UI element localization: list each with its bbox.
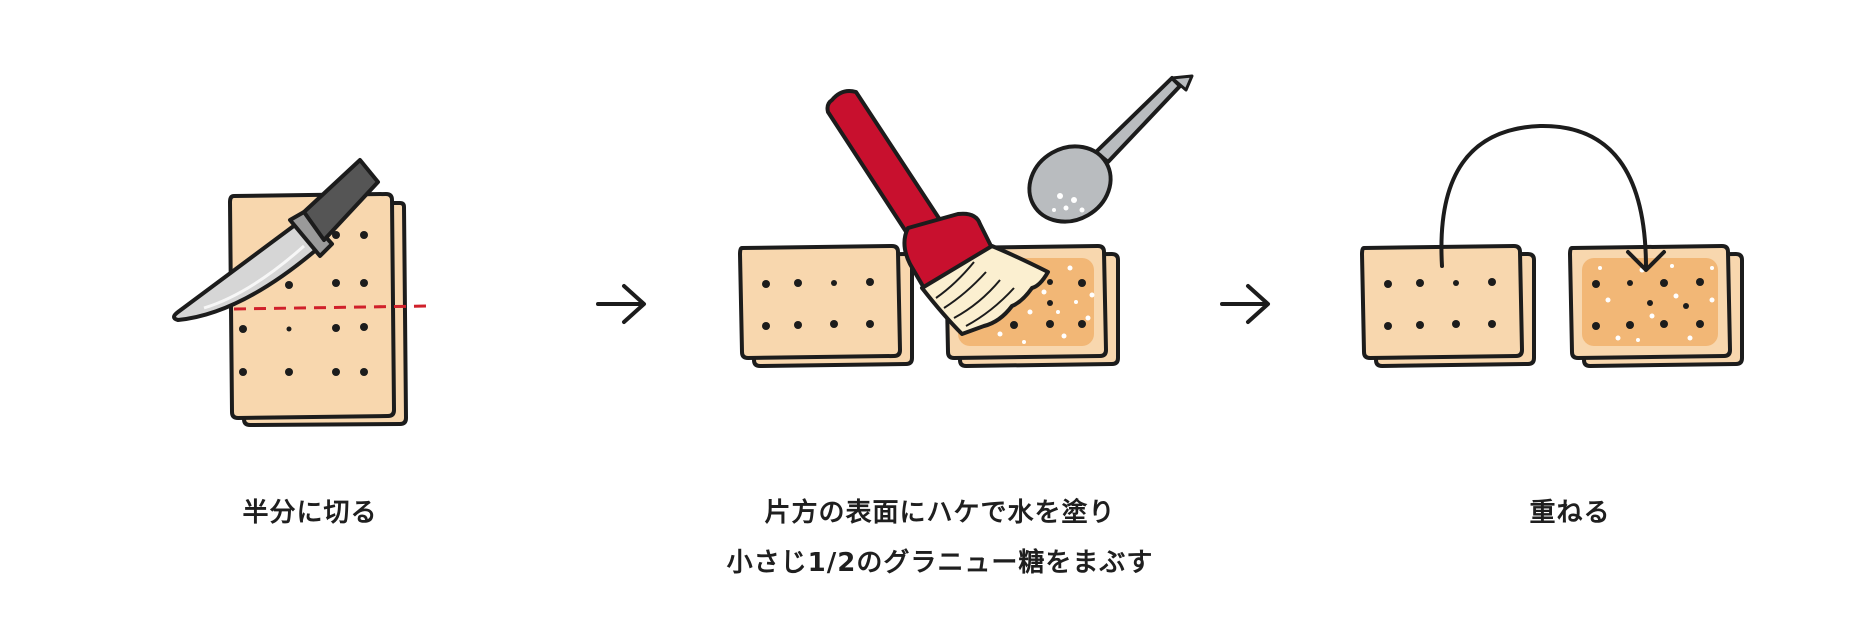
spoon-icon: [1027, 74, 1194, 224]
docking-holes-sugared: [1592, 278, 1704, 330]
docking-holes-plain: [1384, 278, 1496, 330]
dough-half-plain-front: [1360, 244, 1524, 360]
step-stack: [1360, 123, 1744, 368]
cut-line: [233, 304, 427, 311]
step-brush-and-sugar: [738, 74, 1194, 368]
arrow-right-icon: [1220, 284, 1270, 324]
step2-caption-line1: 片方の表面にハケで水を塗り: [764, 498, 1116, 528]
step-cut-in-half: [172, 158, 427, 427]
pastry-brush-icon: [825, 89, 1050, 336]
step2-caption-line2: 小さじ1/2のグラニュー糖をまぶす: [726, 548, 1154, 578]
knife-icon: [172, 158, 380, 322]
docking-holes-plain: [762, 278, 874, 330]
arrow-right-icon: [596, 284, 646, 324]
curved-arrow-icon: [1439, 123, 1666, 272]
step1-caption: 半分に切る: [242, 498, 378, 528]
dough-half-plain-front: [738, 244, 902, 360]
step3-caption: 重ねる: [1529, 498, 1611, 528]
